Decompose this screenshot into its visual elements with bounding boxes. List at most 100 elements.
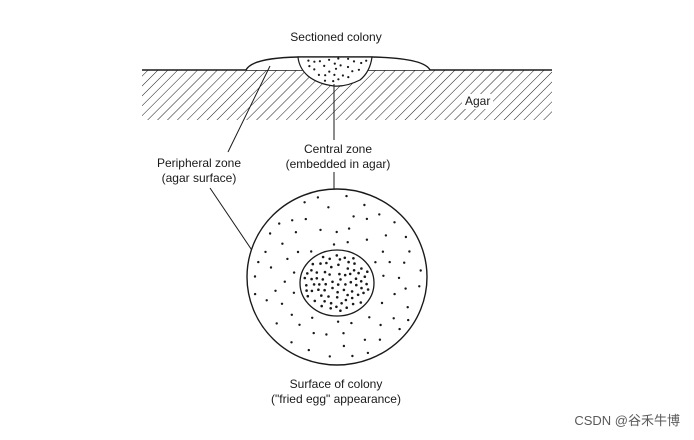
stipple-dot bbox=[355, 283, 358, 287]
stipple-dot bbox=[407, 318, 410, 322]
core-stipple bbox=[307, 57, 368, 83]
stipple-dot bbox=[292, 271, 296, 274]
stipple-dot bbox=[343, 256, 347, 260]
stipple-dot bbox=[290, 313, 293, 316]
stipple-dot bbox=[305, 289, 308, 292]
stipple-dot bbox=[350, 290, 354, 293]
stipple-dot bbox=[318, 60, 321, 63]
stipple-dot bbox=[304, 217, 307, 221]
stipple-dot bbox=[365, 282, 368, 286]
stipple-dot bbox=[307, 348, 310, 352]
stipple-dot bbox=[328, 257, 332, 261]
stipple-dot bbox=[393, 292, 396, 296]
stipple-dot bbox=[356, 293, 360, 297]
stipple-dot bbox=[253, 275, 257, 278]
stipple-dot bbox=[363, 203, 366, 207]
stipple-dot bbox=[323, 288, 326, 292]
stipple-dot bbox=[313, 60, 316, 63]
peripheral-zone-leader-top bbox=[227, 65, 271, 153]
diagram-title: Sectioned colony bbox=[290, 30, 382, 44]
surface-of-colony-label: Surface of colony ("fried egg" appearanc… bbox=[271, 377, 401, 407]
stipple-dot bbox=[418, 285, 421, 288]
central-zone-circle bbox=[299, 249, 375, 317]
stipple-dot bbox=[331, 280, 334, 284]
stipple-dot bbox=[305, 284, 308, 287]
stipple-dot bbox=[351, 302, 355, 306]
stipple-dot bbox=[329, 307, 333, 310]
stipple-dot bbox=[346, 293, 349, 297]
stipple-dot bbox=[333, 73, 336, 76]
stipple-dot bbox=[324, 282, 328, 286]
stipple-dot bbox=[316, 196, 320, 199]
stipple-dot bbox=[329, 301, 333, 305]
stipple-dot bbox=[352, 257, 355, 260]
stipple-dot bbox=[359, 301, 363, 304]
stipple-dot bbox=[335, 254, 339, 257]
stipple-dot bbox=[408, 250, 411, 253]
stipple-dot bbox=[317, 288, 320, 292]
stipple-dot bbox=[336, 320, 340, 323]
stipple-dot bbox=[354, 277, 358, 281]
surface-title: Surface of colony bbox=[289, 377, 383, 391]
stipple-dot bbox=[357, 271, 360, 275]
stipple-dot bbox=[312, 283, 316, 286]
stipple-dot bbox=[388, 260, 391, 264]
watermark: CSDN @谷禾牛博 bbox=[574, 413, 680, 428]
stipple-dot bbox=[296, 250, 300, 254]
outer-zone-stipple bbox=[253, 194, 422, 358]
stipple-dot bbox=[274, 289, 277, 292]
stipple-dot bbox=[312, 331, 315, 335]
stipple-dot bbox=[350, 296, 354, 300]
stipple-dot bbox=[349, 280, 353, 284]
stipple-dot bbox=[308, 65, 311, 68]
stipple-dot bbox=[362, 291, 365, 295]
agar-label: Agar bbox=[462, 94, 494, 109]
stipple-dot bbox=[338, 272, 341, 276]
stipple-dot bbox=[357, 68, 360, 71]
stipple-dot bbox=[310, 289, 314, 293]
stipple-dot bbox=[382, 274, 385, 277]
stipple-dot bbox=[359, 280, 363, 283]
sectioned-colony bbox=[245, 56, 431, 87]
stipple-dot bbox=[253, 292, 257, 296]
stipple-dot bbox=[353, 262, 356, 265]
stipple-dot bbox=[281, 242, 284, 245]
stipple-dot bbox=[374, 261, 377, 264]
stipple-dot bbox=[331, 286, 334, 290]
central-zone-label: Central zone (embedded in agar) bbox=[286, 142, 391, 172]
stipple-dot bbox=[346, 241, 349, 244]
stipple-dot bbox=[344, 298, 348, 302]
stipple-dot bbox=[341, 74, 344, 77]
surface-note: ("fried egg" appearance) bbox=[271, 392, 401, 406]
stipple-dot bbox=[315, 271, 319, 274]
central-zone-title: Central zone bbox=[303, 142, 373, 156]
stipple-dot bbox=[321, 255, 325, 259]
stipple-dot bbox=[330, 265, 333, 269]
stipple-dot bbox=[365, 217, 369, 221]
stipple-dot bbox=[351, 70, 354, 73]
stipple-dot bbox=[310, 250, 313, 253]
stipple-dot bbox=[339, 309, 342, 313]
stipple-dot bbox=[325, 333, 328, 336]
stipple-dot bbox=[347, 76, 350, 79]
stipple-dot bbox=[338, 258, 342, 261]
stipple-dot bbox=[360, 267, 363, 270]
stipple-dot bbox=[323, 270, 327, 274]
stipple-dot bbox=[310, 277, 313, 281]
stipple-dot bbox=[366, 351, 370, 355]
stipple-dot bbox=[307, 59, 310, 62]
stipple-dot bbox=[269, 266, 273, 269]
stipple-dot bbox=[393, 221, 396, 224]
stipple-dot bbox=[342, 344, 346, 348]
stipple-dot bbox=[363, 275, 367, 279]
peripheral-zone-label: Peripheral zone (agar surface) bbox=[157, 156, 241, 186]
stipple-dot bbox=[392, 317, 395, 320]
stipple-dot bbox=[310, 269, 313, 272]
stipple-dot bbox=[268, 232, 272, 235]
stipple-dot bbox=[257, 260, 260, 264]
stipple-dot bbox=[327, 206, 330, 209]
stipple-dot bbox=[264, 250, 267, 254]
stipple-dot bbox=[365, 238, 369, 241]
stipple-dot bbox=[323, 64, 326, 67]
stipple-dot bbox=[346, 65, 350, 69]
